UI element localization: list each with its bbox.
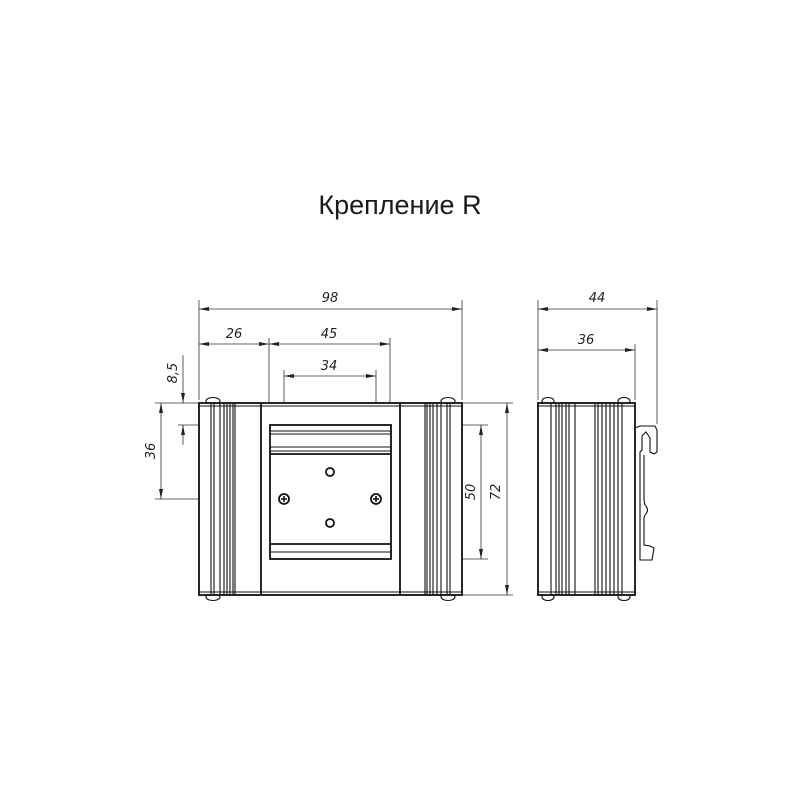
- dim-rail-height: 50: [464, 484, 479, 501]
- dim-overall-width: 98: [322, 291, 339, 306]
- din-rail-plate: [269, 424, 392, 560]
- screw-icon: [278, 493, 290, 505]
- enclosure-body: [198, 396, 463, 602]
- enclosure-side: [537, 396, 636, 602]
- dim-hole-spacing: 34: [321, 359, 338, 374]
- dimension-lines: [159, 307, 509, 595]
- front-view: 98 26 45 34 8,5 36 50 72: [144, 291, 513, 602]
- dim-rail-width: 45: [321, 327, 338, 342]
- din-clip: [634, 425, 658, 561]
- side-view: 44 36: [537, 291, 658, 602]
- dim-overall-height: 72: [489, 484, 504, 501]
- dim-overall-depth: 44: [589, 291, 606, 306]
- cooling-ribs-right: [424, 403, 451, 595]
- dim-hole-height: 36: [144, 443, 159, 460]
- screw-icon: [370, 493, 382, 505]
- mounting-hole: [325, 467, 335, 477]
- cooling-ribs-left: [210, 403, 236, 595]
- dim-left-offset: 26: [226, 327, 243, 342]
- dim-top-offset: 8,5: [166, 363, 181, 384]
- dim-body-depth: 36: [578, 333, 595, 348]
- mounting-hole: [325, 518, 335, 528]
- drawing-title: Крепление R: [318, 190, 482, 220]
